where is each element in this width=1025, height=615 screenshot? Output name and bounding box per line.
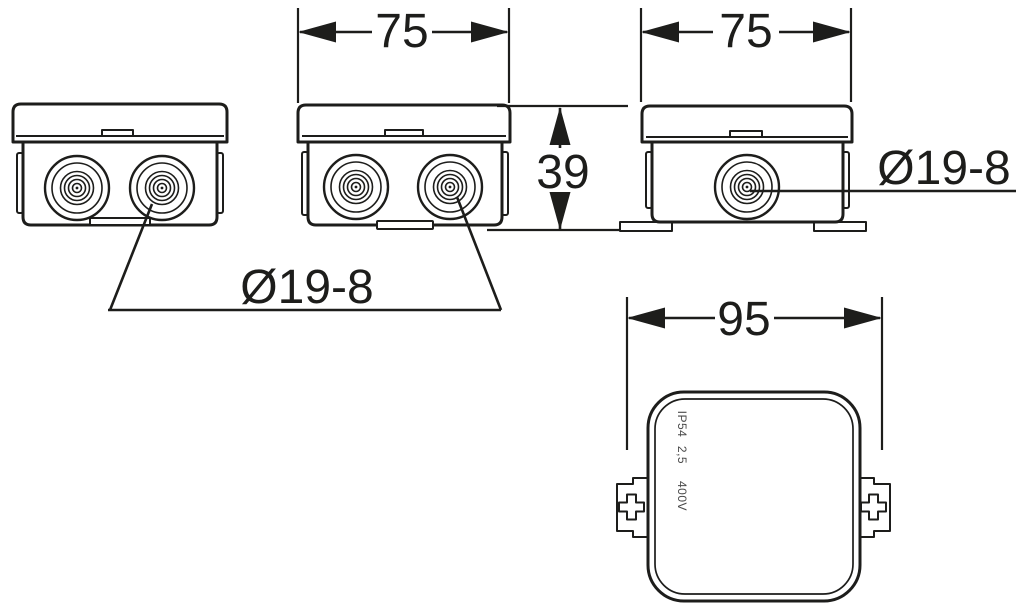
callout-knockout-right: Ø19-8: [750, 142, 1016, 195]
lid-clip: [101, 129, 134, 137]
bottom-foot: [376, 220, 434, 230]
knockout-diameter-label: Ø19-8: [240, 261, 373, 314]
arrow-left-icon: [298, 21, 336, 43]
ip-rating-marking: IP54: [675, 411, 689, 438]
arrow-right-icon: [844, 307, 882, 329]
arrow-up-icon: [549, 107, 571, 145]
dim-front-width: 75: [296, 5, 511, 103]
arrow-left-icon: [627, 307, 665, 329]
extension-lines: [296, 8, 511, 103]
dim-top-width: 95: [625, 293, 884, 450]
lid-inner-edge: [654, 398, 854, 595]
lid-outline: [646, 390, 862, 603]
leader-lines: [108, 196, 503, 312]
front-view: [296, 103, 512, 230]
dim-value: 39: [536, 146, 589, 199]
wire-size-marking: 2,5: [675, 446, 689, 464]
lid-clip: [729, 130, 763, 138]
lid-clip: [384, 129, 424, 137]
bottom-notch: [89, 217, 151, 226]
voltage-marking: 400V: [675, 481, 689, 511]
screw-cross-icon: [618, 493, 645, 521]
callout-knockout-bottom: Ø19-8: [108, 196, 503, 314]
dim-value: 75: [375, 5, 428, 58]
arrow-down-icon: [549, 192, 571, 230]
dim-side-width: 75: [639, 5, 853, 102]
arrow-right-icon: [471, 21, 509, 43]
box-body: [650, 139, 845, 224]
box-lid: [11, 102, 229, 144]
arrow-left-icon: [641, 21, 679, 43]
knockout-diameter-label: Ø19-8: [877, 142, 1010, 195]
box-lid: [640, 104, 854, 144]
top-view: IP54 2,5 400V: [616, 390, 891, 603]
arrow-right-icon: [813, 21, 851, 43]
screw-cross-icon: [860, 493, 887, 521]
extension-lines: [487, 104, 628, 232]
side-view-right: [619, 104, 867, 232]
dim-front-height: 39: [487, 104, 628, 232]
dim-value: 95: [717, 293, 770, 346]
extension-lines: [639, 8, 853, 102]
extension-lines: [625, 297, 884, 450]
side-view-left: [11, 102, 229, 227]
mounting-foot-left: [619, 221, 673, 232]
dim-value: 75: [719, 5, 772, 58]
